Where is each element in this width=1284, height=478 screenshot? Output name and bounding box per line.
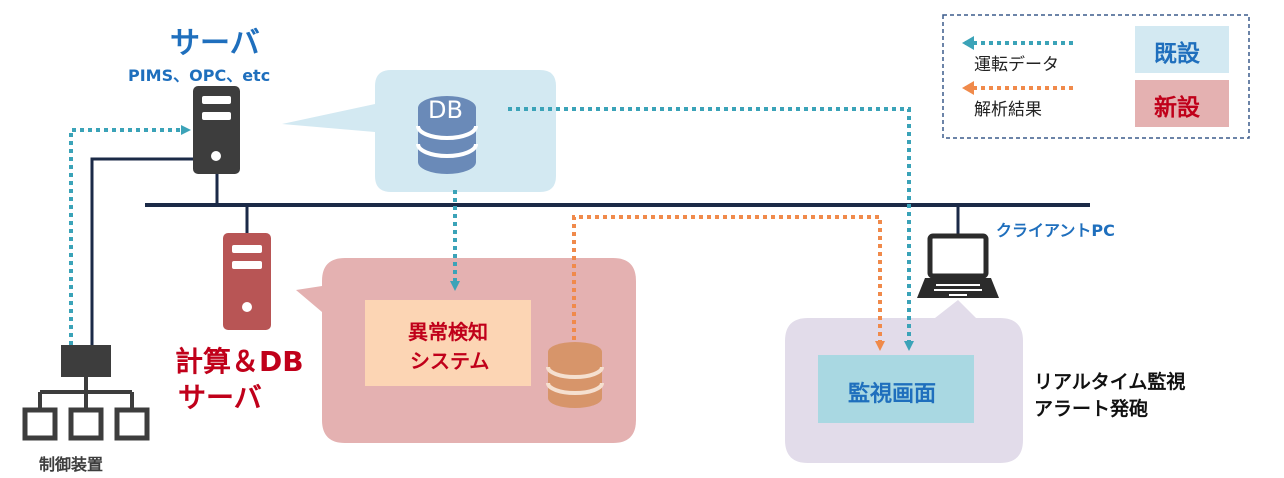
- anomaly-system-label-line2: システム: [410, 349, 490, 373]
- client-pc-label: クライアントPC: [996, 221, 1115, 240]
- orange-arrow-result: [572, 215, 885, 351]
- monitor-screen-box: [818, 355, 974, 423]
- calc-server-label-line1: 計算＆DB: [175, 345, 304, 378]
- local-db-icon: [546, 342, 604, 408]
- legend-operation-data: 運転データ: [974, 55, 1059, 75]
- calc-server-icon: [223, 233, 271, 330]
- realtime-label-line1: リアルタイム監視: [1034, 371, 1186, 393]
- control-device-icon: [22, 345, 150, 441]
- anomaly-system-label-line1: 異常検知: [408, 320, 488, 344]
- teal-arrow-db-monitor: [508, 107, 914, 351]
- monitor-screen-label: 監視画面: [848, 382, 937, 407]
- server-subtitle: PIMS、OPC、etc: [128, 66, 271, 85]
- db-icon: [416, 96, 478, 174]
- realtime-label-line2: アラート発砲: [1034, 398, 1149, 420]
- calc-server-label-line2: サーバ: [178, 381, 262, 414]
- server-title: サーバ: [170, 26, 260, 61]
- legend-existing-swatch: [1135, 26, 1229, 73]
- legend-new-label: 新設: [1154, 95, 1200, 121]
- db-label: DB: [428, 96, 463, 124]
- control-to-server-line: [90, 157, 193, 345]
- legend-existing-label: 既設: [1154, 41, 1200, 67]
- legend-new-swatch: [1135, 80, 1229, 127]
- legend-analysis-result: 解析結果: [974, 100, 1042, 120]
- teal-arrow-control: [69, 125, 191, 345]
- legend: [942, 14, 1250, 139]
- control-device-label: 制御装置: [39, 455, 104, 474]
- server-icon: [193, 86, 240, 174]
- anomaly-system-box: [365, 300, 531, 386]
- laptop-icon: [917, 233, 999, 298]
